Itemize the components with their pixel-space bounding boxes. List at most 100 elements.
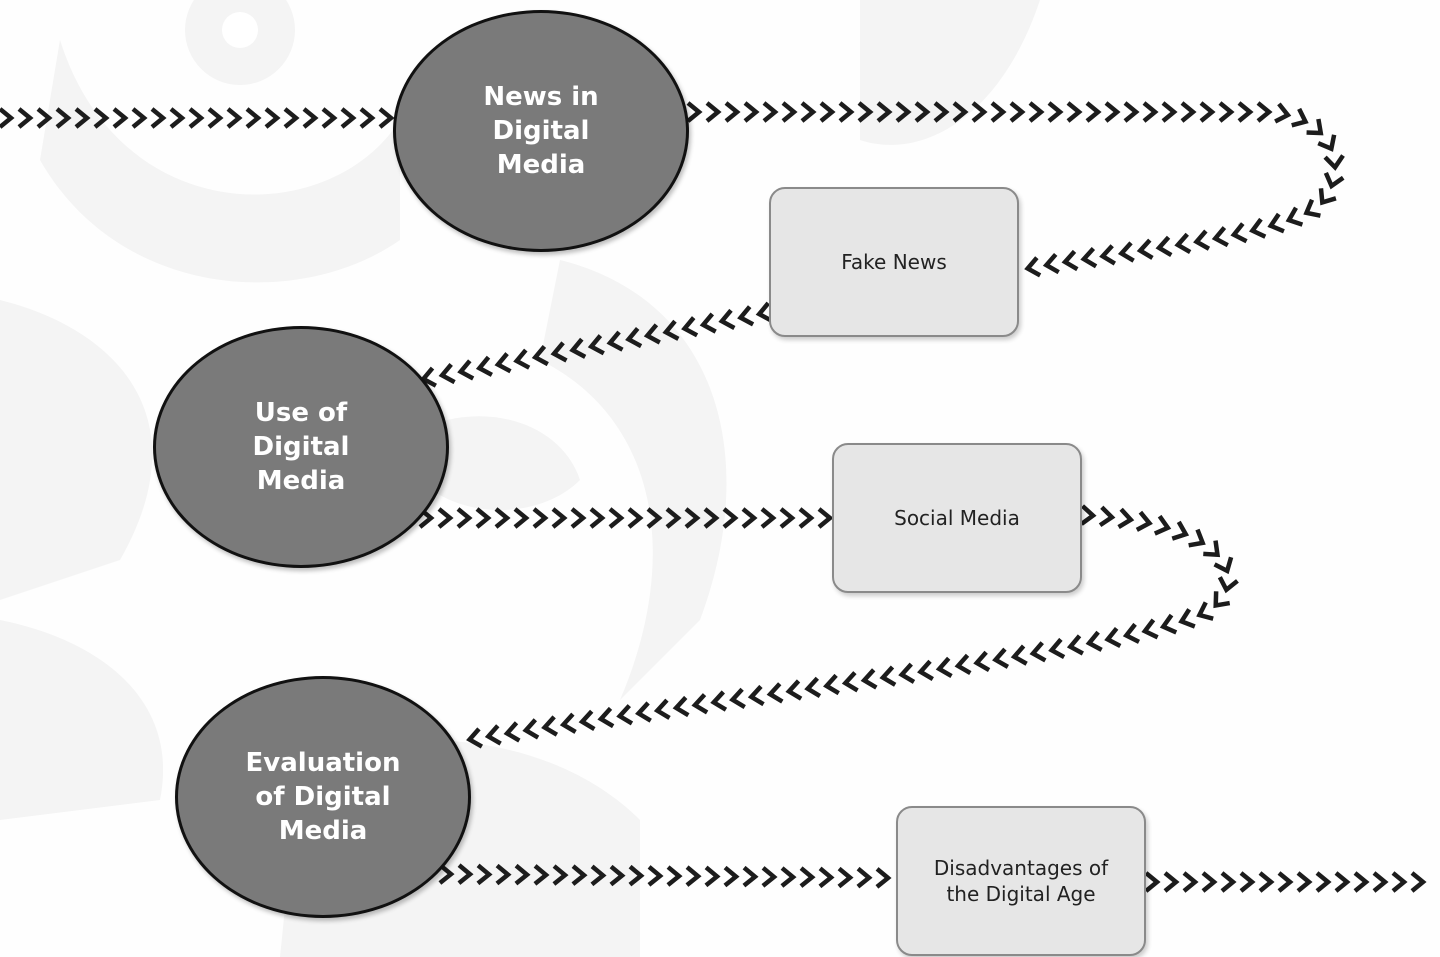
chevron-arrow-icon <box>685 865 702 887</box>
chevron-arrow-icon <box>647 865 664 887</box>
chevron-arrow-icon <box>616 704 634 726</box>
chevron-arrow-icon <box>729 687 746 709</box>
chevron-arrow-icon <box>838 101 855 123</box>
chevron-arrow-icon <box>1174 232 1192 254</box>
chevron-arrow-icon <box>283 107 300 129</box>
chevron-arrow-icon <box>1061 249 1079 272</box>
chevron-arrow-icon <box>992 647 1010 669</box>
chevron-arrow-icon <box>704 865 721 888</box>
chevron-arrow-icon <box>609 864 626 887</box>
chevron-arrow-icon <box>578 709 596 731</box>
chevron-arrow-icon <box>724 101 741 123</box>
chevron-arrow-icon <box>131 107 148 129</box>
chevron-arrow-icon <box>1285 206 1304 227</box>
chevron-arrow-icon <box>513 507 530 529</box>
chevron-arrow-icon <box>662 319 680 341</box>
chevron-arrow-icon <box>1171 520 1190 541</box>
chevron-arrow-icon <box>571 864 588 886</box>
chevron-arrow-icon <box>1080 504 1097 526</box>
chevron-arrow-icon <box>36 107 53 129</box>
chevron-arrow-icon <box>779 507 796 529</box>
chevron-arrow-icon <box>188 107 205 129</box>
chevron-arrow-icon <box>933 101 950 123</box>
chevron-arrow-icon <box>437 507 454 529</box>
chevron-arrow-icon <box>818 866 835 889</box>
chevron-arrow-icon <box>1188 528 1206 548</box>
chevron-arrow-icon <box>150 107 167 129</box>
chevron-arrow-icon <box>1323 171 1345 190</box>
chevron-arrow-icon <box>1136 238 1154 260</box>
chevron-arrow-icon <box>1117 241 1135 263</box>
chevron-arrow-icon <box>606 330 624 352</box>
chevron-arrow-icon <box>1237 101 1254 123</box>
chevron-arrow-icon <box>875 867 892 889</box>
chevron-arrow-icon <box>1334 871 1351 893</box>
chevron-arrow-icon <box>755 301 773 323</box>
chevron-arrow-icon <box>1153 514 1172 536</box>
chevron-arrow-icon <box>1029 641 1047 663</box>
chevron-arrow-icon <box>1155 235 1173 258</box>
chevron-arrow-icon <box>169 107 186 129</box>
chevron-arrow-icon <box>1085 101 1102 123</box>
chevron-arrow-icon <box>741 507 758 529</box>
chevron-arrow-icon <box>898 662 916 684</box>
chevron-arrow-icon <box>1066 634 1084 656</box>
subtopic-fake-news: Fake News <box>769 187 1019 337</box>
chevron-arrow-icon <box>1024 256 1042 278</box>
chevron-arrow-icon <box>226 107 243 129</box>
chevron-path-exit <box>1144 871 1427 893</box>
topic-evaluation-of-digital-media: Evaluation of Digital Media <box>175 676 471 918</box>
chevron-arrow-icon <box>799 866 816 888</box>
chevron-arrow-icon <box>532 507 549 529</box>
chevron-arrow-icon <box>781 101 798 123</box>
chevron-arrow-icon <box>264 107 281 129</box>
chevron-arrow-icon <box>761 866 778 888</box>
topic-news-in-digital-media: News in Digital Media <box>393 10 689 252</box>
chevron-arrow-icon <box>55 107 72 129</box>
chevron-arrow-icon <box>743 101 760 123</box>
chevron-arrow-icon <box>476 863 493 886</box>
chevron-arrow-icon <box>895 101 912 123</box>
chevron-arrow-icon <box>699 312 717 334</box>
chevron-arrow-icon <box>684 507 701 529</box>
chevron-arrow-icon <box>1178 608 1196 629</box>
chevron-arrow-icon <box>681 316 699 338</box>
chevron-arrow-icon <box>1230 222 1248 244</box>
chevron-arrow-icon <box>0 107 15 129</box>
chevron-arrow-icon <box>780 866 797 888</box>
chevron-arrow-icon <box>686 101 703 123</box>
chevron-arrow-icon <box>1161 101 1178 123</box>
chevron-arrow-icon <box>359 107 376 129</box>
chevron-arrow-icon <box>762 101 779 123</box>
chevron-path-social-media-to-evaluation <box>466 504 1239 749</box>
chevron-arrow-icon <box>74 107 91 129</box>
chevron-arrow-icon <box>1122 622 1141 644</box>
chevron-arrow-icon <box>800 101 817 123</box>
chevron-arrow-icon <box>513 348 531 370</box>
chevron-arrow-icon <box>742 865 759 888</box>
chevron-arrow-icon <box>971 101 988 123</box>
chevron-arrow-icon <box>1123 101 1140 123</box>
chevron-arrow-icon <box>1099 244 1117 266</box>
chevron-arrow-icon <box>1317 134 1337 152</box>
chevron-arrow-icon <box>1211 226 1229 248</box>
chevron-arrow-icon <box>703 507 720 529</box>
chevron-path-fake-news-to-use <box>419 301 773 388</box>
chevron-arrow-icon <box>1085 630 1103 652</box>
topic-use-of-digital-media: Use of Digital Media <box>153 326 449 568</box>
chevron-arrow-icon <box>1193 229 1211 251</box>
chevron-arrow-icon <box>643 323 661 345</box>
chevron-arrow-icon <box>804 676 822 698</box>
chevron-arrow-icon <box>646 507 663 529</box>
chevron-arrow-icon <box>475 355 493 377</box>
chevron-arrow-icon <box>522 718 540 740</box>
chevron-arrow-icon <box>879 665 897 687</box>
chevron-arrow-icon <box>691 693 709 715</box>
chevron-arrow-icon <box>1010 644 1028 666</box>
chevron-arrow-icon <box>570 507 587 529</box>
chevron-arrow-icon <box>1201 871 1218 893</box>
chevron-arrow-icon <box>456 507 473 529</box>
chevron-arrow-icon <box>653 698 671 720</box>
chevron-arrow-icon <box>1277 871 1294 893</box>
